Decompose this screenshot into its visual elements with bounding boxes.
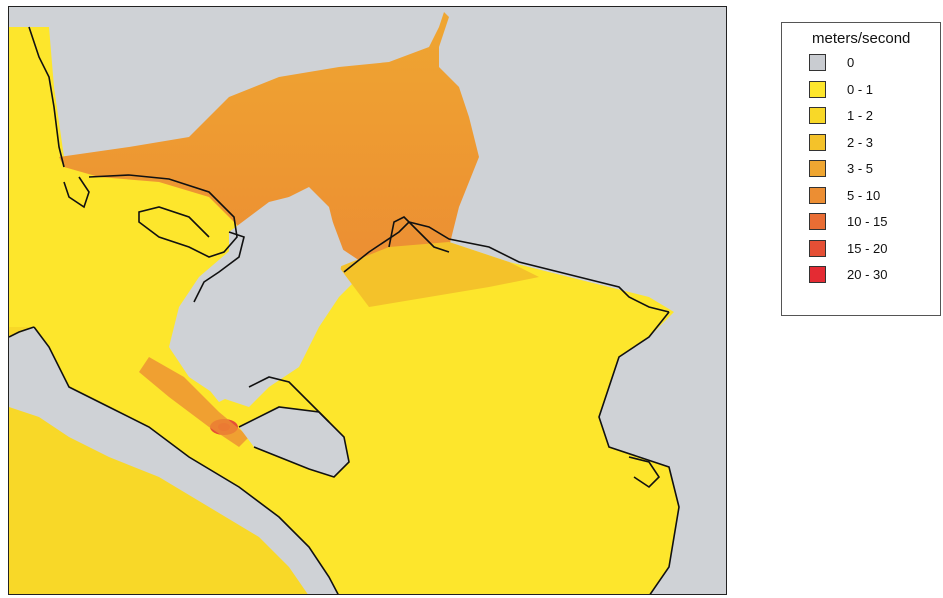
legend-item: 1 - 2 [809, 106, 934, 125]
legend-swatch [809, 239, 826, 257]
legend-swatch [809, 266, 826, 283]
legend-item: 3 - 5 [809, 159, 934, 178]
legend-swatch [809, 160, 826, 177]
legend-swatch [809, 107, 826, 124]
legend-label: 0 [847, 55, 855, 70]
channel-flow [139, 357, 249, 447]
legend-item: 5 - 10 [809, 186, 934, 205]
legend-label: 0 - 1 [847, 81, 874, 97]
legend-swatch [809, 54, 826, 71]
legend-item: 10 - 15 [809, 212, 934, 231]
legend-title: meters/second [812, 30, 911, 47]
map-canvas [9, 7, 726, 594]
legend-swatch [809, 133, 826, 151]
legend-label: 3 - 5 [847, 161, 874, 176]
water-transition [339, 242, 539, 307]
legend-item: 0 [809, 53, 934, 72]
island-south [239, 407, 349, 477]
legend-item: 2 - 3 [809, 133, 934, 152]
legend-label: 10 - 15 [847, 214, 888, 229]
island-center [189, 192, 344, 402]
legend-item: 20 - 30 [809, 265, 934, 284]
legend-swatch [809, 213, 826, 230]
legend-label: 5 - 10 [847, 187, 881, 203]
legend-swatch [809, 80, 826, 98]
coastlines [9, 26, 680, 594]
legend-swatch [809, 186, 826, 204]
legend-item: 0 - 1 [809, 80, 934, 99]
legend: meters/second 0 0 - 1 1 - 2 2 - 3 3 - 5 5 - 1… [781, 22, 941, 316]
legend-label: 2 - 3 [847, 134, 874, 150]
legend-label: 15 - 20 [847, 240, 888, 256]
legend-label: 1 - 2 [847, 108, 874, 123]
flow-speed-map[interactable] [8, 6, 727, 595]
legend-item: 15 - 20 [809, 239, 934, 258]
peninsula-left [9, 327, 338, 594]
legend-label: 20 - 30 [847, 267, 888, 282]
water-north-bay [59, 12, 479, 267]
